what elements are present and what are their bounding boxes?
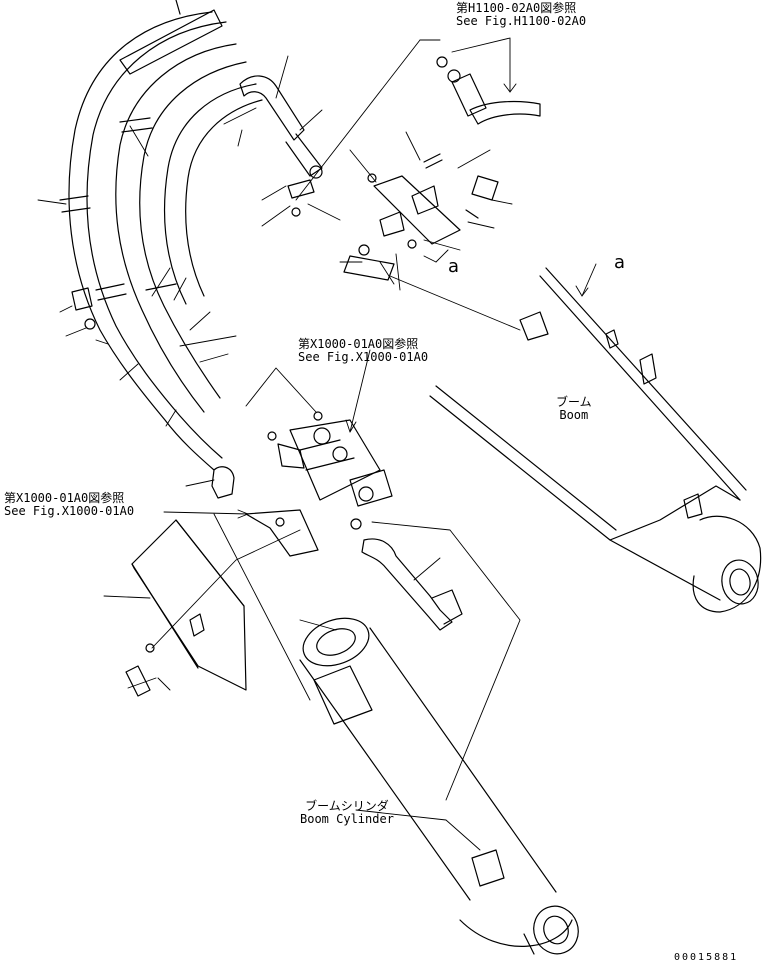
boom-cylinder xyxy=(299,617,579,955)
left-bolts xyxy=(71,287,96,330)
drawing-number: 00015881 xyxy=(674,952,739,963)
reference-h1100-en: See Fig.H1100-02A0 xyxy=(456,14,587,28)
reference-h1100: 第H1100-02A0図参照 See Fig.H1100-02A0 xyxy=(456,2,586,28)
reference-h1100-jp: 第H1100-02A0図参照 xyxy=(456,1,577,15)
boom-cylinder-label-jp: ブームシリンダ xyxy=(305,799,389,813)
reference-x1000-left: 第X1000-01A0図参照 See Fig.X1000-01A0 xyxy=(4,492,134,518)
reference-x1000-left-jp: 第X1000-01A0図参照 xyxy=(4,491,125,505)
valve-manifold xyxy=(267,411,393,530)
boom-label-en: Boom xyxy=(559,408,589,422)
detail-mark-a-left: a xyxy=(448,256,460,277)
hose-end-fitting xyxy=(436,56,541,125)
boom xyxy=(429,267,762,613)
hose-bundle xyxy=(59,0,323,471)
reference-x1000-top: 第X1000-01A0図参照 See Fig.X1000-01A0 xyxy=(298,338,428,364)
detail-mark-a-right: a xyxy=(614,252,626,273)
boom-cylinder-label-en: Boom Cylinder xyxy=(300,812,394,826)
boom-label: ブーム Boom xyxy=(556,396,592,422)
leader-lines xyxy=(37,37,597,851)
reference-x1000-top-jp: 第X1000-01A0図参照 xyxy=(298,337,419,351)
reference-x1000-top-en: See Fig.X1000-01A0 xyxy=(298,350,429,364)
boom-cylinder-label: ブームシリンダ Boom Cylinder xyxy=(300,800,394,826)
cover-plate xyxy=(125,466,247,697)
reference-x1000-left-en: See Fig.X1000-01A0 xyxy=(4,504,135,518)
boom-label-jp: ブーム xyxy=(556,395,592,409)
hose-to-cylinder xyxy=(361,538,463,631)
small-bracket xyxy=(245,509,319,557)
clamp-bracket xyxy=(287,153,549,341)
